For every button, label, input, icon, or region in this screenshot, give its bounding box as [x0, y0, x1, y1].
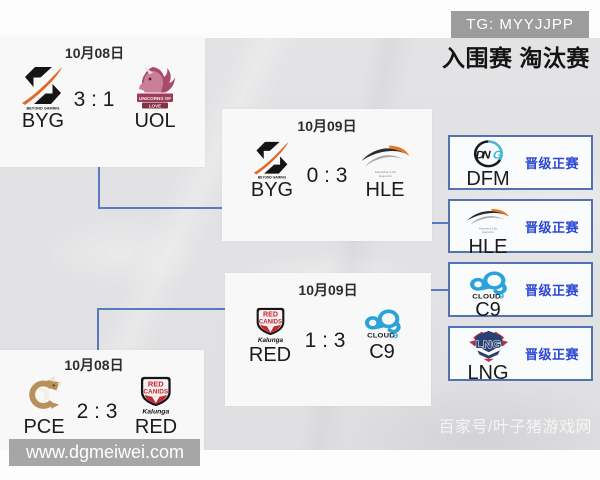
match-box-red-c9: 10月09日 RED 1 : 3 C9	[225, 273, 431, 406]
qualified-box-lng: LNG 晋级正赛	[448, 326, 593, 384]
qualified-box-c9: C9 晋级正赛	[448, 262, 593, 321]
team-name: DFM	[466, 168, 510, 190]
connector-m3-to-c9	[431, 289, 448, 291]
page-title: 入围赛 淘汰赛	[442, 45, 590, 71]
match-date: 10月09日	[297, 118, 357, 134]
match-date: 10月09日	[298, 282, 358, 298]
match-score: 3 : 1	[73, 88, 115, 111]
team-name: UOL	[134, 110, 176, 132]
team-dfm: DFM	[456, 137, 520, 190]
match-date: 10月08日	[64, 45, 125, 61]
connector-m4-vertical	[97, 309, 99, 350]
team-name: RED	[134, 416, 178, 438]
connector-m2-to-hle	[432, 222, 448, 224]
match-score: 1 : 3	[304, 329, 346, 352]
qualified-box-hle: HLE 晋级正赛	[448, 199, 593, 258]
qualified-box-dfm: DFM 晋级正赛	[448, 135, 593, 190]
team-byg: BYG	[230, 141, 314, 200]
team-pce: PCE	[2, 376, 86, 437]
byg-logo-icon	[253, 141, 289, 179]
credit-watermark: 百家号/叶子猪游戏网	[438, 419, 592, 436]
site-watermark-bar: www.dgmeiwei.com	[9, 439, 200, 466]
hle-logo-icon	[361, 145, 410, 178]
uol-logo-icon	[137, 66, 175, 109]
team-c9: C9	[456, 264, 520, 321]
tg-contact-badge: TG: MYYJJPP	[451, 11, 589, 38]
cloud9-logo-icon	[467, 269, 509, 300]
red-canids-logo-icon	[140, 376, 171, 416]
match-score: 2 : 3	[76, 400, 118, 423]
dfm-logo-icon	[473, 140, 504, 168]
team-name: C9	[369, 341, 395, 363]
match-box-byg-uol: 10月08日 BYG 3 : 1 UOL	[0, 38, 205, 167]
hle-logo-icon	[467, 209, 510, 234]
match-score: 0 : 3	[306, 164, 348, 187]
team-lng: LNG	[456, 328, 520, 384]
team-byg: BYG	[1, 66, 85, 131]
team-hle: HLE	[343, 141, 427, 200]
team-name: C9	[475, 299, 501, 321]
lng-logo-icon	[468, 330, 509, 363]
team-hle: HLE	[456, 201, 520, 258]
team-c9: C9	[340, 307, 424, 362]
connector-m1-vertical	[98, 167, 100, 209]
cloud9-logo-icon	[362, 307, 402, 341]
match-date: 10月08日	[64, 357, 124, 373]
match-box-byg-hle: 10月09日 BYG 0 : 3 HLE	[222, 109, 432, 241]
team-name: RED	[248, 344, 292, 366]
team-name: HLE	[365, 179, 405, 201]
advance-label: 晋级正赛	[524, 219, 579, 235]
team-name: PCE	[23, 416, 65, 438]
team-name: BYG	[250, 179, 294, 201]
red-canids-logo-icon	[256, 307, 284, 344]
team-red: RED	[114, 376, 198, 437]
team-name: LNG	[467, 362, 509, 384]
connector-m4-horizontal	[97, 308, 225, 310]
advance-label: 晋级正赛	[524, 156, 579, 171]
team-name: BYG	[21, 110, 65, 132]
team-uol: UOL	[113, 66, 197, 131]
advance-label: 晋级正赛	[524, 283, 579, 298]
team-red: RED	[228, 307, 312, 365]
advance-label: 晋级正赛	[524, 347, 579, 362]
team-name: HLE	[468, 236, 508, 258]
connector-m1-horizontal	[98, 207, 222, 209]
